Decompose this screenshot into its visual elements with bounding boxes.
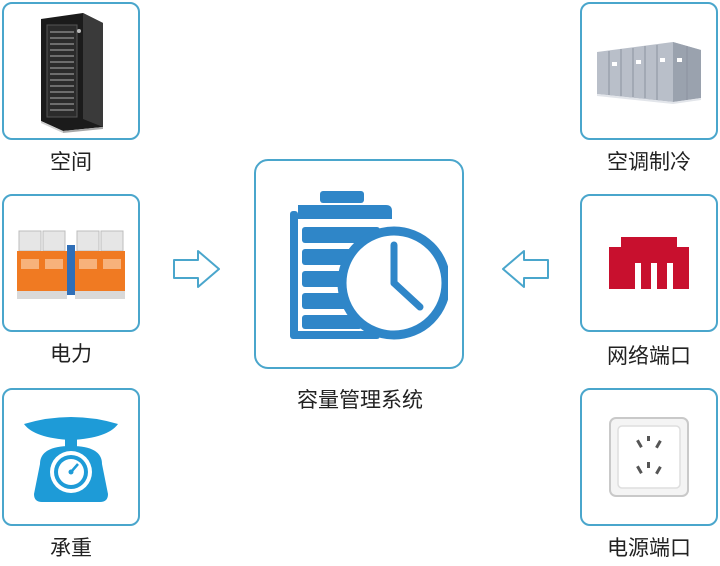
network-port-card [580,194,718,332]
space-card [2,2,140,140]
network-port-label: 网络端口 [607,344,691,368]
power-label: 电力 [50,342,92,366]
capacity-management-label: 容量管理系统 [297,388,423,412]
weighing-scale-icon [24,417,118,502]
air-conditioning-card [580,2,718,140]
power-card [2,194,140,332]
space-label: 空间 [50,150,92,174]
network-port-icon [609,237,689,289]
load-bearing-card [2,388,140,526]
arrow-right-icon [173,250,220,288]
air-conditioning-label: 空调制冷 [607,150,691,174]
power-socket-icon [609,417,689,497]
power-socket-card [580,388,718,526]
air-conditioning-unit-icon [597,42,701,104]
server-rack-icon [41,13,103,133]
load-bearing-label: 承重 [50,536,92,560]
power-socket-label: 电源端口 [607,536,691,560]
capacity-management-card [254,159,464,369]
battery-clock-icon [290,191,448,340]
arrow-left-icon [502,250,549,288]
surge-protector-icon [17,230,125,299]
